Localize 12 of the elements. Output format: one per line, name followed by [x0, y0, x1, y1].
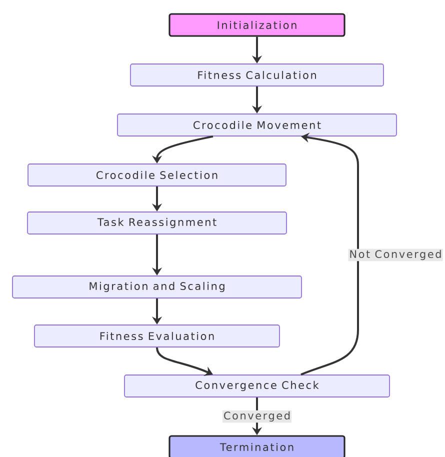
process-box: Convergence Check	[124, 374, 390, 398]
process-box: Fitness Evaluation	[34, 324, 280, 348]
process-box: Crocodile Movement	[117, 114, 397, 136]
process-box: Fitness Calculation	[130, 64, 384, 86]
arrow	[156, 347, 213, 376]
process-box: Task Reassignment	[27, 212, 287, 234]
terminal-box: Termination	[168, 435, 346, 457]
edge-label: Converged	[222, 410, 292, 423]
terminal-box: Initialization	[168, 13, 346, 37]
process-box: Crocodile Selection	[28, 164, 286, 186]
process-box: Migration and Scaling	[12, 276, 302, 298]
edge-label: Not Converged	[348, 248, 443, 262]
